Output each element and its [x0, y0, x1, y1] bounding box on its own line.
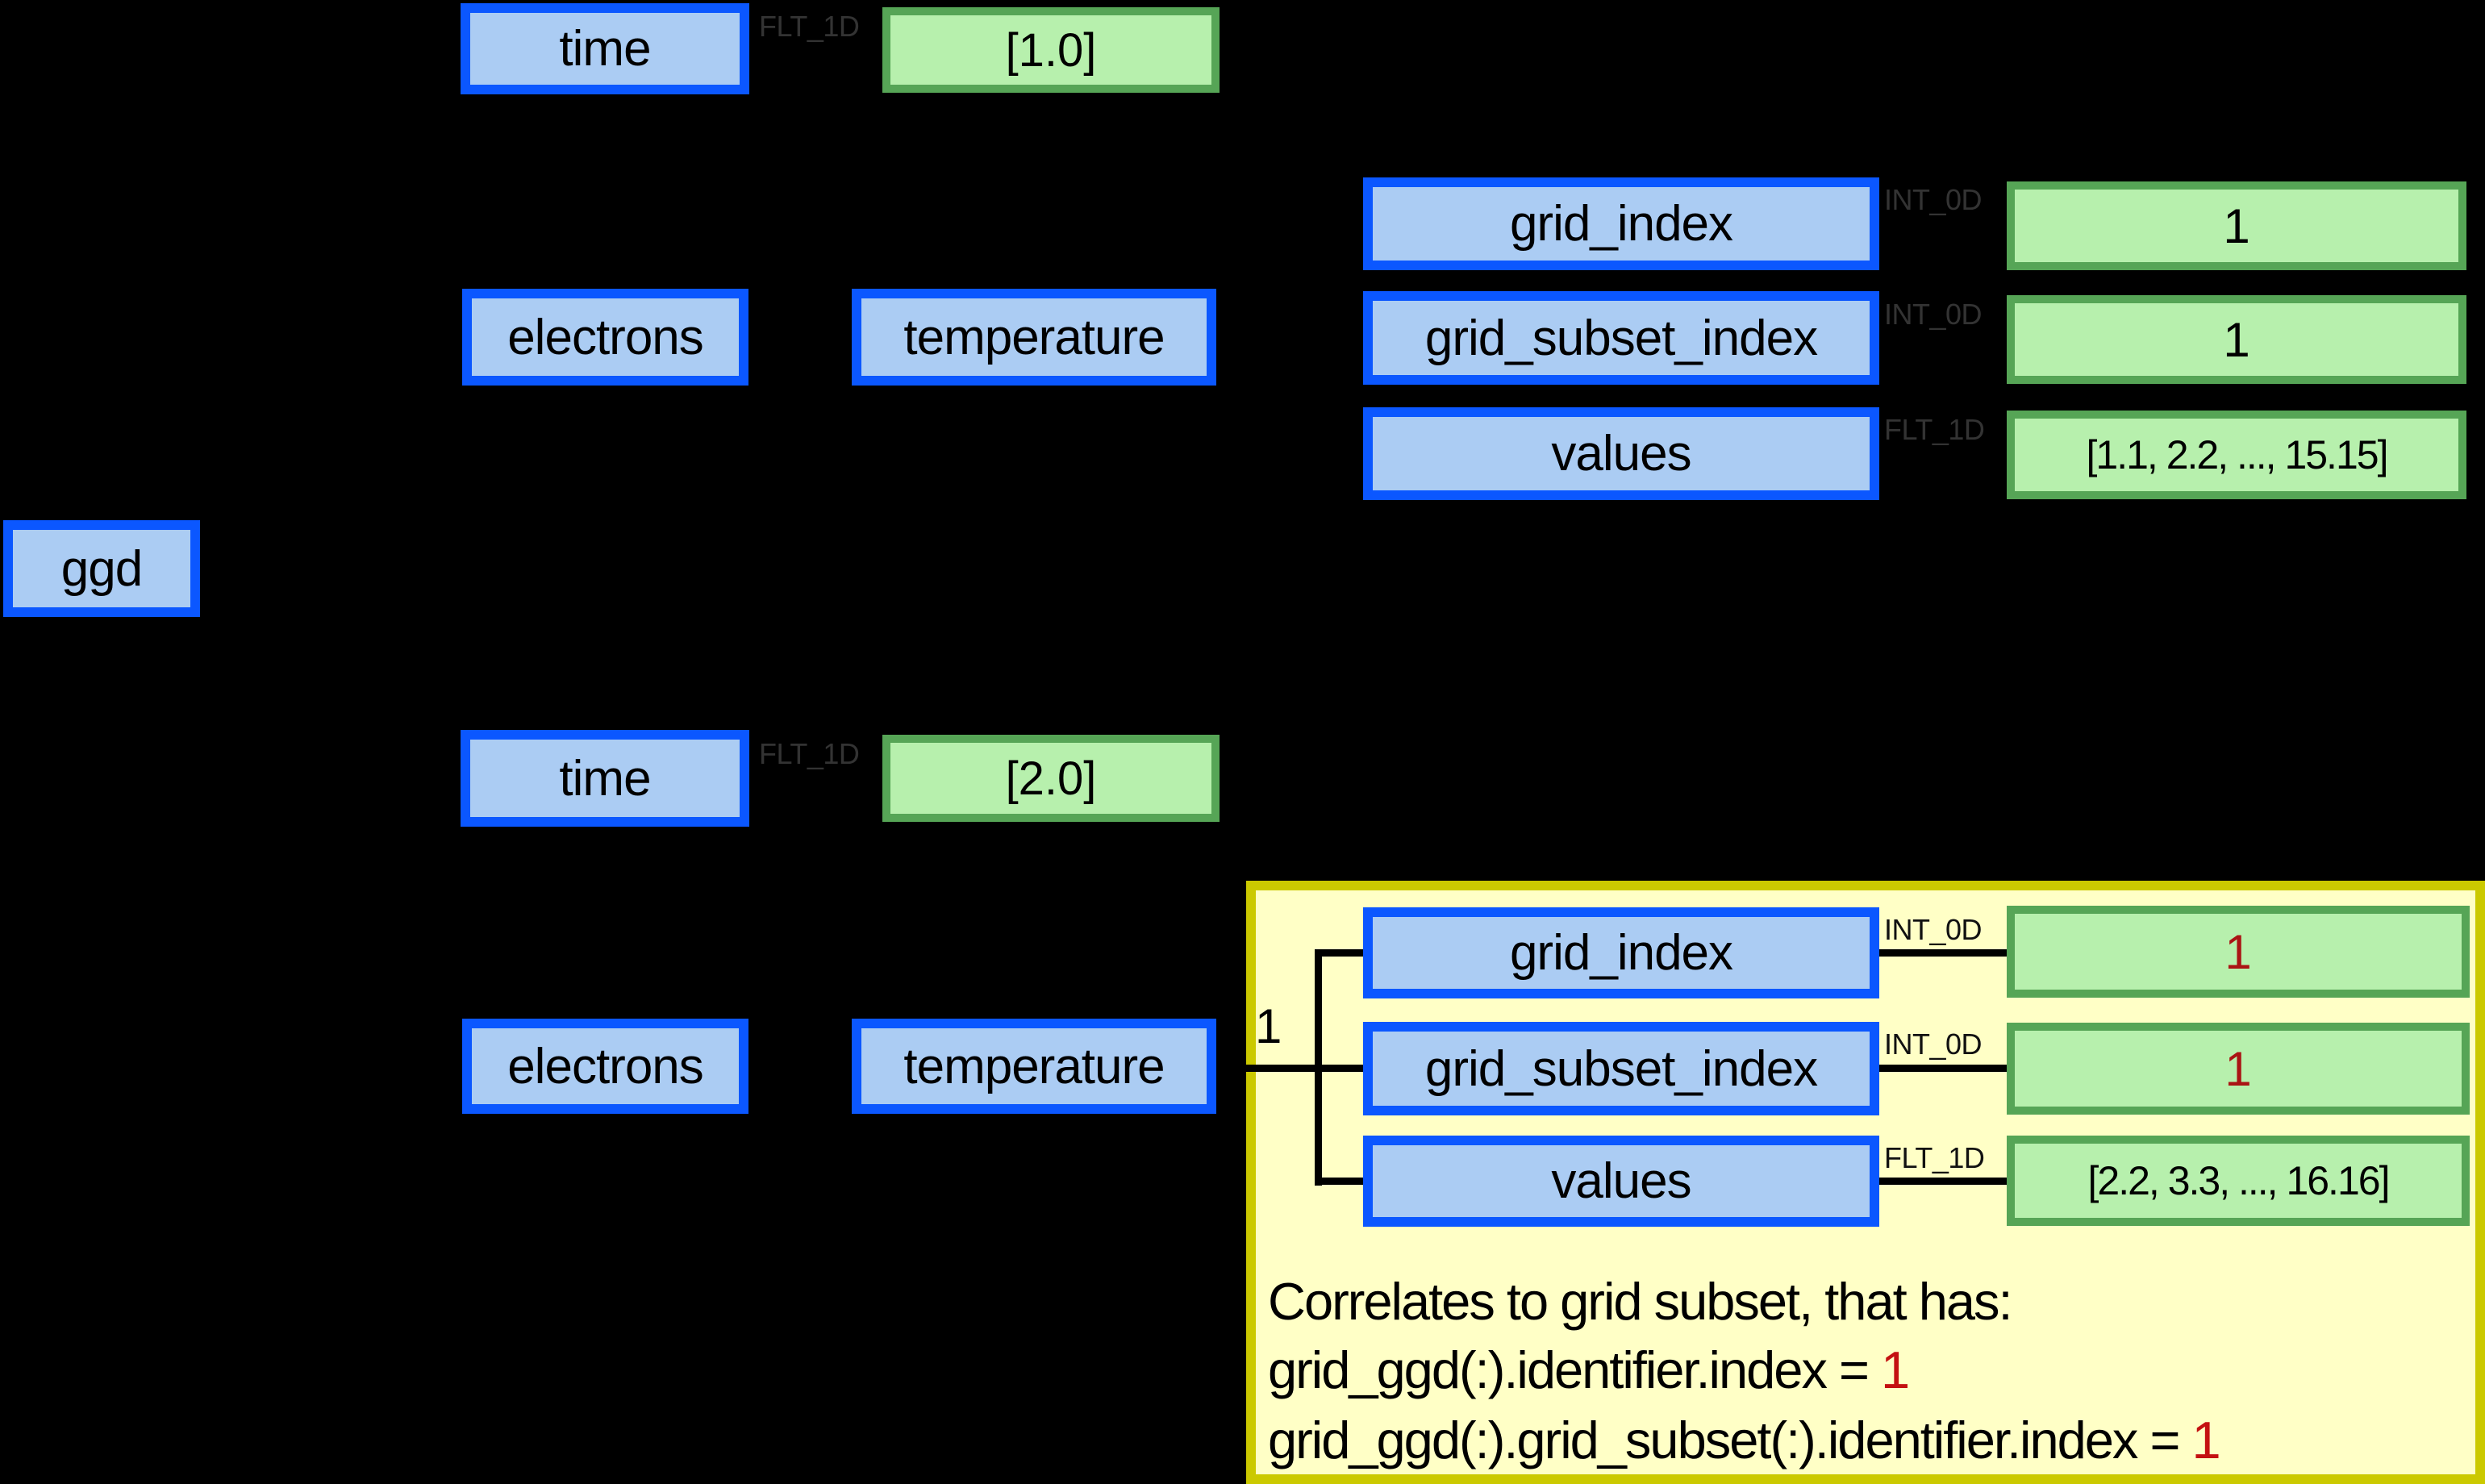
- node-ggd: ggd: [3, 520, 200, 617]
- multiplicity-label: 1: [1255, 999, 1282, 1053]
- node-grid-index-slice1: grid_index: [1363, 177, 1879, 270]
- value-box-time-slice2: [2.0]: [882, 735, 1220, 822]
- connector-grid-index-value: [1879, 949, 2007, 957]
- connector-temperature-branch: [1216, 1065, 1363, 1072]
- note-line-1: Correlates to grid subset, that has:: [1268, 1272, 2013, 1331]
- type-label-values-slice1: FLT_1D: [1884, 413, 1985, 446]
- connector-branch-vertical: [1315, 949, 1322, 1186]
- node-values-slice1: values: [1363, 407, 1879, 500]
- type-label-grid-subset-index-slice1: INT_0D: [1884, 298, 1983, 331]
- node-grid-subset-index-slice1: grid_subset_index: [1363, 291, 1879, 385]
- value-box-values-slice2: [2.2, 3.3, ..., 16.16]: [2007, 1136, 2470, 1226]
- node-values-slice2: values: [1363, 1136, 1879, 1227]
- node-grid-subset-index-slice2: grid_subset_index: [1363, 1022, 1879, 1115]
- value-box-values-slice1: [1.1, 2.2, ..., 15.15]: [2007, 411, 2466, 499]
- type-label-values-slice2: FLT_1D: [1884, 1141, 1985, 1174]
- type-label-grid-subset-index-slice2: INT_0D: [1884, 1028, 1983, 1061]
- note-line-1-text: Correlates to grid subset, that has:: [1268, 1272, 2013, 1331]
- note-line-3: grid_ggd(:).grid_subset(:).identifier.in…: [1268, 1411, 2221, 1469]
- value-box-grid-subset-index-slice1: 1: [2007, 295, 2466, 384]
- node-time-slice1: time: [461, 3, 749, 94]
- type-label-time-slice1: FLT_1D: [759, 10, 860, 43]
- note-line-3-text: grid_ggd(:).grid_subset(:).identifier.in…: [1268, 1411, 2192, 1469]
- node-electrons-slice1: electrons: [462, 289, 748, 386]
- value-box-grid-index-slice2: 1: [2007, 906, 2470, 998]
- node-temperature-slice2: temperature: [852, 1019, 1216, 1114]
- node-grid-index-slice2: grid_index: [1363, 907, 1879, 998]
- node-temperature-slice1: temperature: [852, 289, 1216, 386]
- node-time-slice2: time: [461, 730, 749, 827]
- connector-grid-subset-index-value: [1879, 1065, 2007, 1072]
- connector-to-values: [1320, 1178, 1363, 1185]
- value-box-time-slice1: [1.0]: [882, 7, 1220, 93]
- note-line-2-text: grid_ggd(:).identifier.index =: [1268, 1340, 1882, 1399]
- note-line-3-red-value: 1: [2191, 1411, 2220, 1469]
- type-label-grid-index-slice2: INT_0D: [1884, 913, 1983, 946]
- note-line-2-red-value: 1: [1881, 1340, 1910, 1399]
- note-line-2: grid_ggd(:).identifier.index = 1: [1268, 1340, 1910, 1399]
- connector-to-grid-index: [1320, 949, 1363, 957]
- type-label-time-slice2: FLT_1D: [759, 737, 860, 770]
- type-label-grid-index-slice1: INT_0D: [1884, 183, 1983, 216]
- connector-values-value: [1879, 1178, 2007, 1185]
- node-electrons-slice2: electrons: [462, 1019, 748, 1114]
- value-box-grid-subset-index-slice2: 1: [2007, 1023, 2470, 1115]
- value-box-grid-index-slice1: 1: [2007, 181, 2466, 270]
